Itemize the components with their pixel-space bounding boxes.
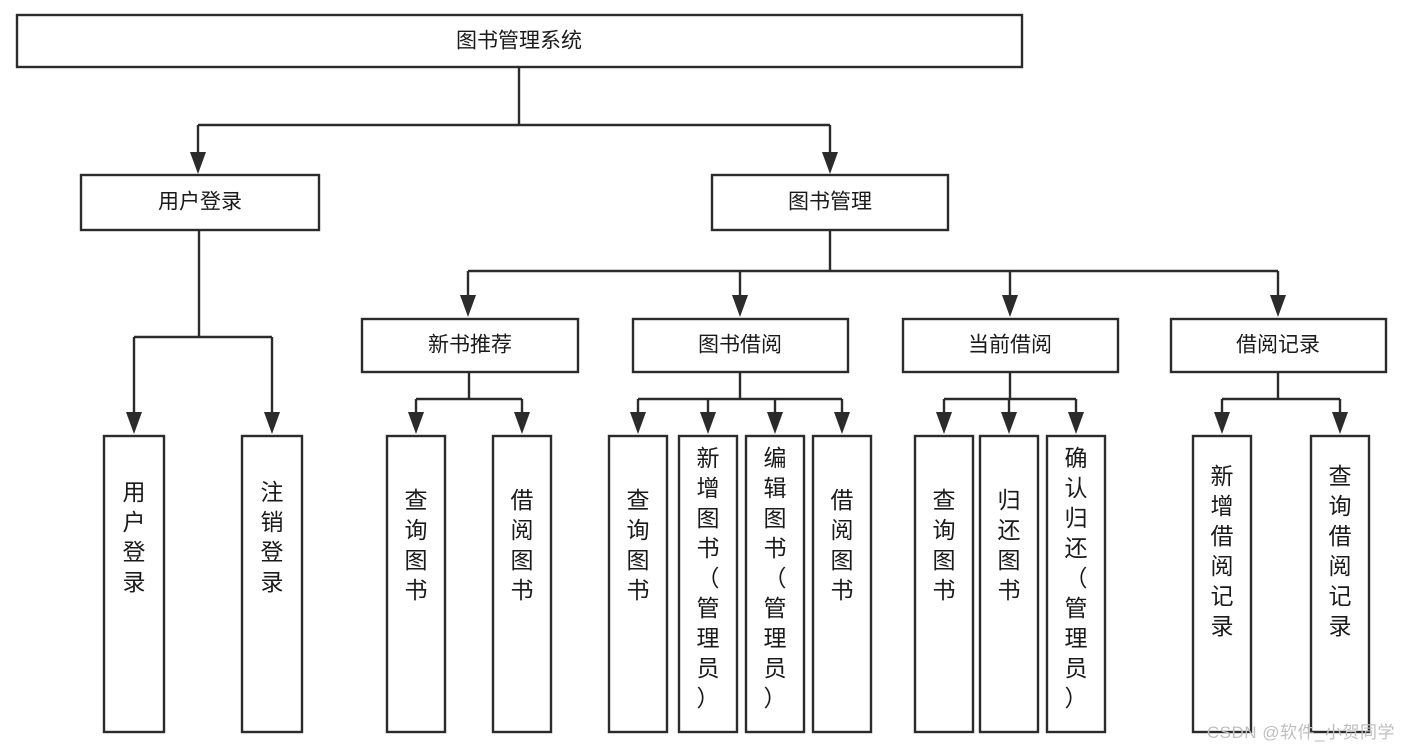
leaf-query-record-label: 查询借阅记录 xyxy=(1329,463,1352,639)
node-leaf-query-book-1[interactable]: 查询图书 xyxy=(385,434,447,734)
leaf-query-book-1-box[interactable] xyxy=(385,434,447,734)
node-root-system[interactable]: 图书管理系统 xyxy=(15,13,1024,69)
leaf-borrow-book-2-box[interactable] xyxy=(811,434,873,734)
user-login-box[interactable] xyxy=(79,173,321,232)
root-system-box[interactable] xyxy=(15,13,1024,69)
new-book-recommend-label: 新书推荐 xyxy=(428,334,512,357)
leaf-borrow-book-1-label: 借阅图书 xyxy=(511,487,534,603)
leaf-query-record-box[interactable] xyxy=(1309,434,1371,734)
book-management-label: 图书管理 xyxy=(788,191,872,214)
leaf-add-record-box[interactable] xyxy=(1191,434,1253,734)
node-book-management[interactable]: 图书管理 xyxy=(710,173,950,232)
node-borrow-record[interactable]: 借阅记录 xyxy=(1169,317,1388,374)
arrowhead-leaf-edit-book xyxy=(767,412,783,434)
leaf-add-book-label: 新增图书（管理员） xyxy=(697,445,720,711)
arrowhead-borrow-record xyxy=(1270,295,1286,317)
leaf-query-book-2-label: 查询图书 xyxy=(627,487,650,603)
borrow-record-label: 借阅记录 xyxy=(1236,334,1320,357)
arrowhead-user-login xyxy=(190,152,206,174)
node-leaf-edit-book[interactable]: 编辑图书（管理员） xyxy=(744,434,806,734)
node-leaf-borrow-book-1[interactable]: 借阅图书 xyxy=(491,434,553,734)
leaf-query-book-3-box[interactable] xyxy=(913,434,975,734)
leaf-edit-book-label: 编辑图书（管理员） xyxy=(764,445,787,711)
node-current-borrow[interactable]: 当前借阅 xyxy=(901,317,1120,374)
arrowhead-leaf-borrow-book-2 xyxy=(834,412,850,434)
node-leaf-confirm-return[interactable]: 确认归还（管理员） xyxy=(1045,434,1107,734)
book-borrow-label: 图书借阅 xyxy=(698,334,782,357)
leaf-add-record-label: 新增借阅记录 xyxy=(1211,463,1234,639)
arrowhead-leaf-add-book xyxy=(700,412,716,434)
leaf-return-book-box[interactable] xyxy=(978,434,1040,734)
node-new-book-recommend[interactable]: 新书推荐 xyxy=(360,317,580,374)
node-book-borrow[interactable]: 图书借阅 xyxy=(631,317,850,374)
book-borrow-box[interactable] xyxy=(631,317,850,374)
leaf-confirm-return-label: 确认归还（管理员） xyxy=(1065,445,1088,711)
leaf-add-book-box[interactable] xyxy=(677,434,739,734)
node-leaf-user-logout[interactable]: 注销登录 xyxy=(240,434,304,734)
node-leaf-query-book-2[interactable]: 查询图书 xyxy=(607,434,669,734)
current-borrow-label: 当前借阅 xyxy=(968,334,1052,357)
node-leaf-query-record[interactable]: 查询借阅记录 xyxy=(1309,434,1371,734)
leaf-query-book-2-box[interactable] xyxy=(607,434,669,734)
csdn-watermark: CSDN @软件_小贺同学 xyxy=(1206,723,1395,742)
arrowhead-leaf-query-record xyxy=(1332,412,1348,434)
arrowhead-leaf-return-book xyxy=(1001,412,1017,434)
leaf-borrow-book-2-label: 借阅图书 xyxy=(831,487,854,603)
arrowhead-leaf-user-logout xyxy=(264,412,280,434)
node-leaf-add-book[interactable]: 新增图书（管理员） xyxy=(677,434,739,734)
arrowhead-book-borrow xyxy=(732,295,748,317)
node-leaf-borrow-book-2[interactable]: 借阅图书 xyxy=(811,434,873,734)
arrowhead-leaf-query-book-2 xyxy=(630,412,646,434)
leaf-query-book-1-label: 查询图书 xyxy=(405,487,428,603)
book-management-box[interactable] xyxy=(710,173,950,232)
leaf-user-logout-label: 注销登录 xyxy=(261,479,284,595)
node-leaf-user-login[interactable]: 用户登录 xyxy=(102,434,166,734)
arrowhead-book-management xyxy=(822,152,838,174)
arrowhead-leaf-user-login xyxy=(126,412,142,434)
leaf-user-login-label: 用户登录 xyxy=(123,479,146,595)
connector-layer xyxy=(126,67,1348,434)
node-leaf-return-book[interactable]: 归还图书 xyxy=(978,434,1040,734)
node-leaf-add-record[interactable]: 新增借阅记录 xyxy=(1191,434,1253,734)
arrowhead-current-borrow xyxy=(1002,295,1018,317)
leaf-query-book-3-label: 查询图书 xyxy=(933,487,956,603)
leaf-user-login-box[interactable] xyxy=(102,434,166,734)
arrowhead-leaf-add-record xyxy=(1214,412,1230,434)
user-login-label: 用户登录 xyxy=(158,191,242,214)
leaf-edit-book-box[interactable] xyxy=(744,434,806,734)
leaf-borrow-book-1-box[interactable] xyxy=(491,434,553,734)
root-system-label: 图书管理系统 xyxy=(456,30,582,53)
arrowhead-leaf-query-book-3 xyxy=(936,412,952,434)
node-leaf-query-book-3[interactable]: 查询图书 xyxy=(913,434,975,734)
arrowhead-new-book-recommend xyxy=(460,295,476,317)
new-book-recommend-box[interactable] xyxy=(360,317,580,374)
leaf-user-logout-box[interactable] xyxy=(240,434,304,734)
arrowhead-leaf-borrow-book-1 xyxy=(514,412,530,434)
current-borrow-box[interactable] xyxy=(901,317,1120,374)
leaf-return-book-label: 归还图书 xyxy=(998,487,1021,603)
borrow-record-box[interactable] xyxy=(1169,317,1388,374)
arrowhead-leaf-confirm-return xyxy=(1068,412,1084,434)
arrowhead-leaf-query-book-1 xyxy=(408,412,424,434)
leaf-confirm-return-box[interactable] xyxy=(1045,434,1107,734)
node-user-login[interactable]: 用户登录 xyxy=(79,173,321,232)
